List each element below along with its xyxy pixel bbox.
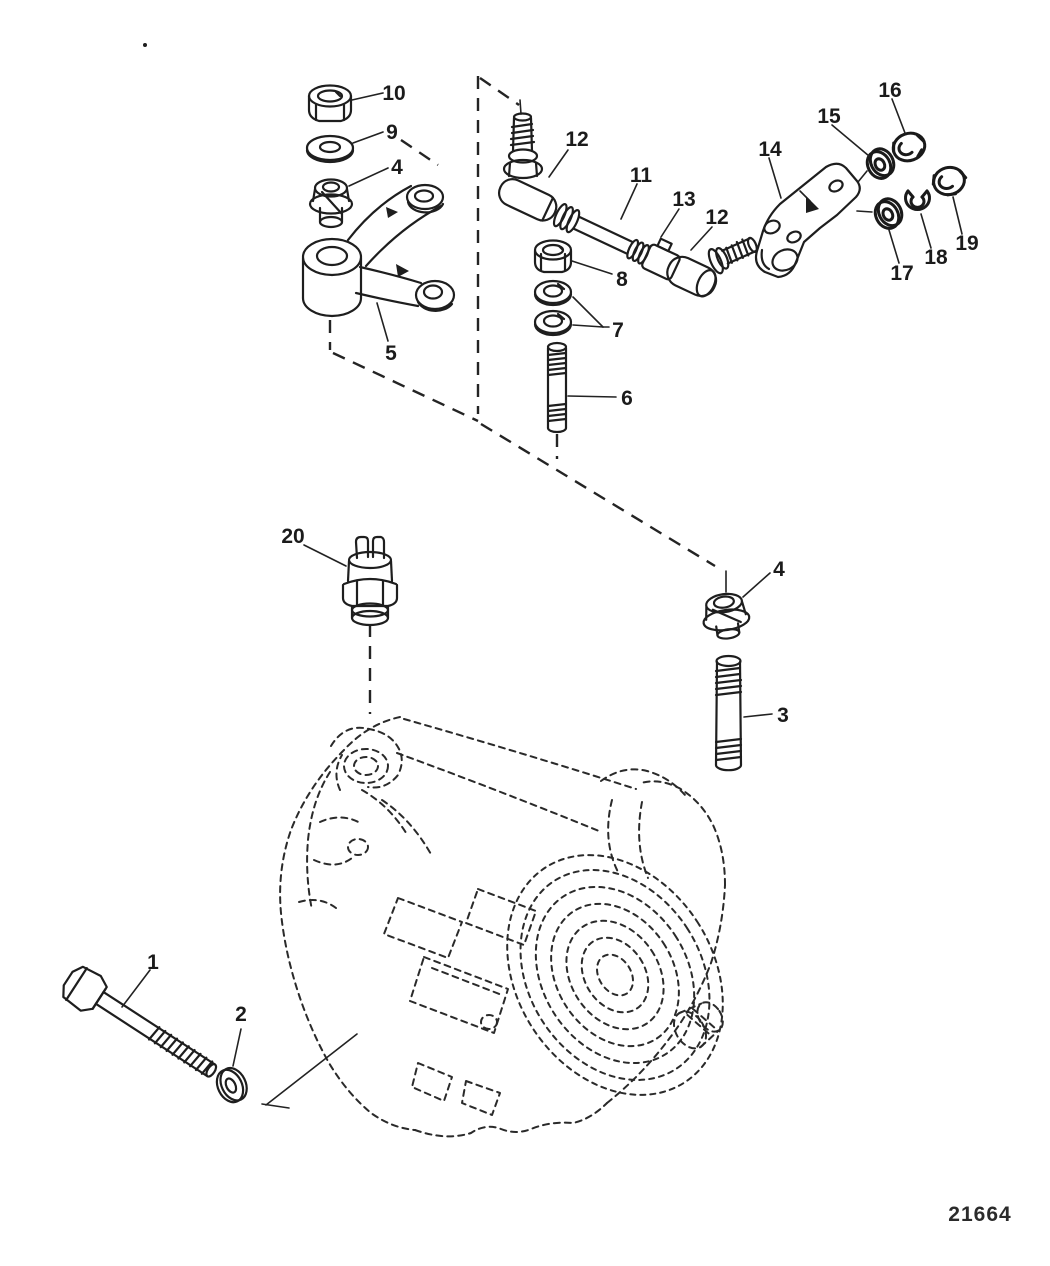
callout-20: 20 — [281, 525, 304, 548]
part-2-washer-drawing — [215, 1066, 248, 1104]
part-12-left-ball-joint-drawing — [502, 99, 544, 180]
callout-5: 5 — [385, 342, 397, 365]
callout-4-left: 4 — [391, 156, 403, 179]
callout-14: 14 — [758, 138, 782, 161]
ink-speck — [143, 43, 147, 47]
part-10-locknut-drawing — [307, 84, 353, 123]
callout-4-right: 4 — [773, 558, 785, 581]
part-8-locknut-drawing — [533, 239, 573, 274]
part-7-lock-washers-drawing — [533, 279, 573, 337]
callout-19: 19 — [955, 232, 978, 255]
callout-2: 2 — [235, 1003, 247, 1026]
callout-13: 13 — [672, 188, 695, 211]
callout-labels: 10 9 4 5 12 11 13 12 8 7 6 14 15 16 17 1… — [147, 79, 979, 1026]
part-19-hex-nut-drawing — [931, 165, 968, 197]
leader-lines — [121, 92, 963, 1067]
callout-17: 17 — [890, 262, 913, 285]
callout-11: 11 — [630, 164, 653, 187]
construction-lines — [328, 76, 716, 714]
part-15-washer-drawing — [865, 147, 896, 180]
part-1-bolt-drawing — [62, 965, 218, 1078]
part-14-bracket-drawing — [754, 162, 873, 279]
part-13-rod-connector-drawing — [641, 237, 681, 281]
callout-18: 18 — [924, 246, 948, 269]
drawing-number: 21664 — [948, 1203, 1011, 1226]
callout-12-right: 12 — [705, 206, 728, 229]
callout-9: 9 — [386, 121, 398, 144]
part-17-washer-drawing — [873, 197, 904, 230]
part-12-right-ball-joint-drawing — [666, 255, 718, 298]
callout-7: 7 — [612, 319, 624, 342]
callout-8: 8 — [616, 268, 628, 291]
output-stub — [672, 1001, 724, 1050]
callout-6: 6 — [621, 387, 633, 410]
part-5-lever-arm-drawing — [301, 183, 456, 318]
part-12-right-stud-drawing — [707, 236, 758, 275]
part-16-locknut-drawing — [891, 131, 927, 163]
callout-3: 3 — [777, 704, 789, 727]
part-6-stud-drawing — [546, 341, 568, 434]
install-location-pointer — [261, 1033, 358, 1109]
callout-1: 1 — [147, 951, 159, 974]
callout-12-left: 12 — [565, 128, 588, 151]
bell-housing-ribs — [506, 854, 724, 1096]
part-4-left-bushing-drawing — [308, 178, 354, 229]
callout-16: 16 — [878, 79, 901, 102]
callout-10: 10 — [382, 82, 405, 105]
part-20-sensor-drawing — [341, 535, 399, 627]
part-3-stud-drawing — [714, 654, 743, 772]
part-11-link-rod-drawing — [497, 178, 650, 265]
part-9-washer-drawing — [305, 134, 355, 164]
part-4-right-bushing-drawing — [702, 570, 751, 640]
part-18-retainer-clip-drawing — [904, 189, 931, 211]
transmission-case-drawing — [279, 716, 726, 1138]
callout-15: 15 — [817, 105, 841, 128]
